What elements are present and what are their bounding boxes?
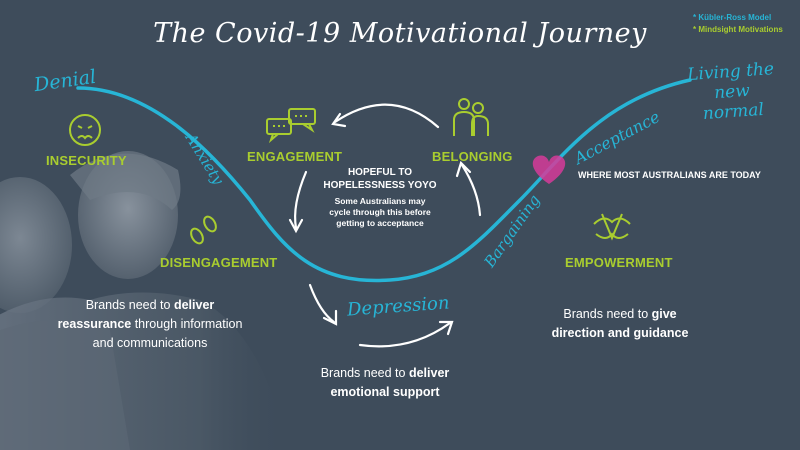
message-reassurance: Brands need to deliver reassurance throu… [57, 298, 243, 350]
yoyo-cycle-arrows [288, 103, 482, 348]
joined-hands-icon [593, 213, 631, 241]
yoyo-subtitle: Some Australians may cycle through this … [329, 196, 431, 228]
message-emotional-support: Brands need to deliver emotional support [320, 366, 450, 399]
message-direction: Brands need to give direction and guidan… [551, 307, 689, 340]
footprints-icon [190, 215, 217, 245]
heart-icon [532, 155, 566, 184]
motivation-insecurity: INSECURITY [46, 153, 127, 168]
motivation-empowerment: EMPOWERMENT [565, 255, 673, 270]
people-group-icon [453, 98, 489, 136]
kubler-ross-curve [76, 78, 692, 283]
speech-bubbles-icon [266, 108, 316, 144]
motivation-engagement: ENGAGEMENT [247, 149, 343, 164]
yoyo-title: HOPEFUL TO HOPELESSNESS YOYO [323, 167, 437, 191]
where-australians-today: WHERE MOST AUSTRALIANS ARE TODAY [578, 170, 761, 180]
motivation-belonging: BELONGING [432, 149, 513, 164]
legend-item-kubler-ross: * Kübler-Ross Model [693, 13, 772, 22]
motivation-disengagement: DISENGAGEMENT [160, 255, 278, 270]
page-title: The Covid-19 Motivational Journey [153, 18, 647, 49]
frown-face-icon [69, 114, 101, 146]
legend-item-mindsight: * Mindsight Motivations [693, 25, 783, 34]
